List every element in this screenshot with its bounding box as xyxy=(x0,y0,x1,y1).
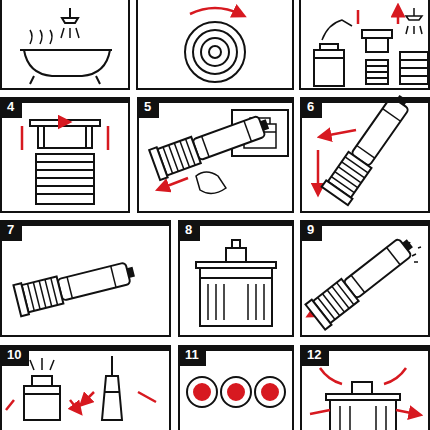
step-tab: 7 xyxy=(0,220,22,241)
step-panel: 6 xyxy=(300,97,430,213)
step-tab: 5 xyxy=(137,97,159,118)
step-panel: 5 xyxy=(137,97,294,213)
step-number: 5 xyxy=(137,97,159,118)
step-number: 4 xyxy=(0,97,22,118)
step-number: 12 xyxy=(300,345,329,366)
step-tab: 10 xyxy=(0,345,29,366)
step-tab: 6 xyxy=(300,97,322,118)
step-number: 6 xyxy=(300,97,322,118)
step-tab: 4 xyxy=(0,97,22,118)
step-tab: 9 xyxy=(300,220,322,241)
step-panel: 11 xyxy=(178,345,294,430)
step-tab: 8 xyxy=(178,220,200,241)
step-number: 10 xyxy=(0,345,29,366)
step-number: 7 xyxy=(0,220,22,241)
step-number: 8 xyxy=(178,220,200,241)
step-panel: 8 xyxy=(178,220,294,337)
step-panel: 4 xyxy=(0,97,130,213)
step-panel: 7 xyxy=(0,220,171,337)
step-panel: 10 xyxy=(0,345,171,430)
step-tab: 11 xyxy=(178,345,206,366)
step-tab: 12 xyxy=(300,345,329,366)
step-number: 11 xyxy=(178,345,206,366)
step-panel: 9 xyxy=(300,220,430,337)
step-number: 9 xyxy=(300,220,322,241)
step-panel: 12 xyxy=(300,345,430,430)
